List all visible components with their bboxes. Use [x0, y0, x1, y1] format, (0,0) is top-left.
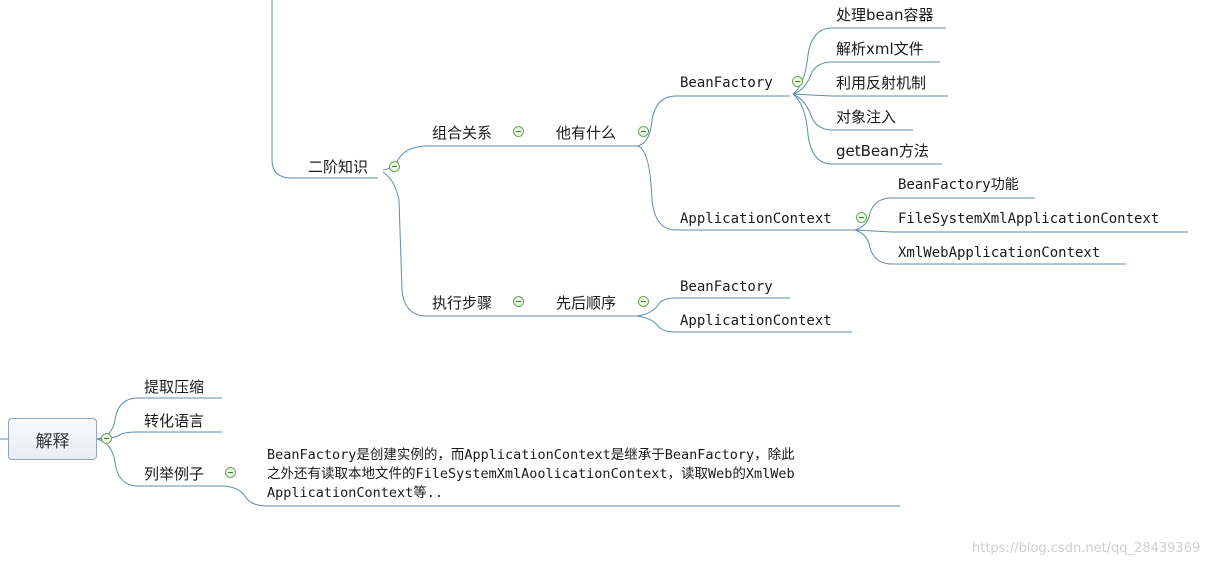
connector [792, 93, 913, 131]
connector [382, 145, 510, 171]
node-ac-child[interactable]: XmlWebApplicationContext [898, 245, 1101, 261]
connector [636, 315, 852, 333]
connector [382, 171, 510, 317]
collapse-icon[interactable] [389, 161, 400, 172]
node-order-child[interactable]: ApplicationContext [680, 313, 832, 329]
connector [792, 61, 940, 95]
connector [96, 431, 222, 440]
node-composition[interactable]: 组合关系 [432, 124, 493, 142]
connector [854, 229, 1188, 233]
node-explain-root[interactable]: 解释 [8, 418, 97, 460]
connector [636, 145, 855, 231]
connector [792, 93, 942, 165]
node-bf-child[interactable]: 解析xml文件 [836, 40, 924, 58]
node-ac-child[interactable]: FileSystemXmlApplicationContext [898, 211, 1160, 227]
node-explain-child[interactable]: 转化语言 [144, 412, 205, 430]
collapse-icon[interactable] [513, 296, 524, 307]
node-order-child[interactable]: BeanFactory [680, 279, 773, 295]
watermark: https://blog.csdn.net/qq_28439369 [972, 541, 1201, 556]
collapse-icon[interactable] [225, 467, 236, 478]
node-exec-steps[interactable]: 执行步骤 [432, 294, 493, 312]
example-text[interactable]: BeanFactory是创建实例的，而ApplicationContext是继承… [267, 446, 795, 503]
collapse-icon[interactable] [101, 433, 112, 444]
node-level2-knowledge[interactable]: 二阶知识 [308, 158, 369, 176]
connector [854, 197, 1035, 231]
node-applicationcontext[interactable]: ApplicationContext [680, 211, 832, 227]
node-beanfactory[interactable]: BeanFactory [680, 75, 773, 91]
collapse-icon[interactable] [638, 296, 649, 307]
node-explain-child[interactable]: 提取压缩 [144, 378, 205, 396]
connector [224, 485, 900, 507]
connector [854, 229, 1126, 265]
node-order[interactable]: 先后顺序 [556, 294, 617, 312]
connector [271, 0, 378, 179]
connector [636, 297, 790, 317]
node-explain-child[interactable]: 列举例子 [144, 465, 205, 483]
connector [792, 93, 948, 97]
example-text-line: BeanFactory是创建实例的，而ApplicationContext是继承… [267, 447, 795, 463]
node-ac-child[interactable]: BeanFactory功能 [898, 177, 1019, 193]
node-bf-child[interactable]: 处理bean容器 [836, 6, 934, 24]
connector [636, 95, 790, 147]
example-text-line: 之外还有读取本地文件的FileSystemXmlAoolicationConte… [267, 466, 795, 482]
collapse-icon[interactable] [792, 76, 803, 87]
collapse-icon[interactable] [638, 126, 649, 137]
example-text-line: ApplicationContext等.. [267, 485, 444, 501]
node-bf-child[interactable]: getBean方法 [836, 142, 929, 160]
collapse-icon[interactable] [856, 212, 867, 223]
node-bf-child[interactable]: 对象注入 [836, 108, 897, 126]
collapse-icon[interactable] [513, 126, 524, 137]
node-what-it-has[interactable]: 他有什么 [556, 124, 617, 142]
node-bf-child[interactable]: 利用反射机制 [836, 74, 927, 92]
